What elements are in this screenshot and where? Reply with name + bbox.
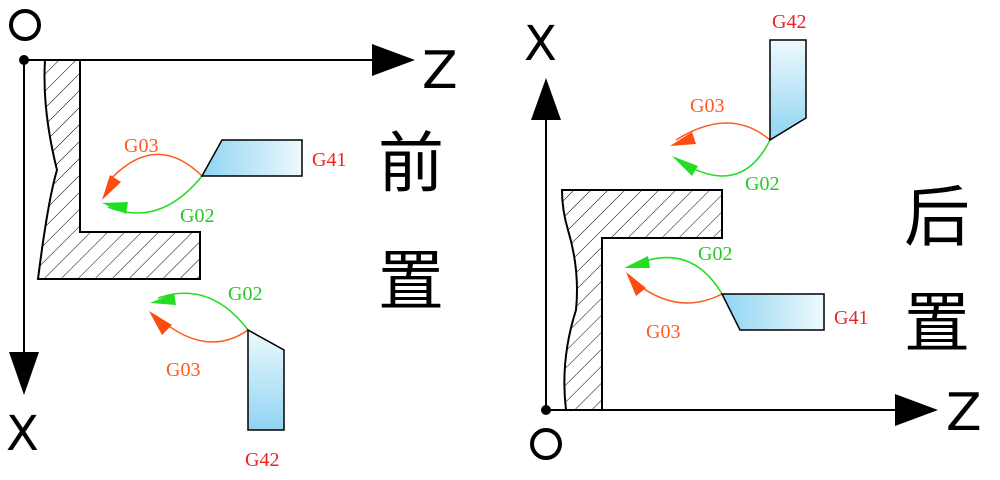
left-lower-tool <box>247 328 285 431</box>
left-upper-g02-label: G02 <box>180 205 214 227</box>
right-lower-g03-arrowhead-icon <box>626 272 646 296</box>
right-workpiece-outline <box>560 189 723 411</box>
right-panel: X Z G42 G03 G02 G02 G03 G41 后 置 <box>524 11 982 460</box>
left-upper-g02-arrowhead-icon <box>102 202 128 214</box>
right-upper-g03-arrowhead-icon <box>670 132 696 146</box>
right-origin-dot <box>541 405 551 415</box>
right-lower-g03-label: G03 <box>646 321 680 343</box>
left-workpiece-outline <box>36 59 201 280</box>
right-upper-g03-arc <box>675 122 771 141</box>
right-title-char-1: 后 <box>904 179 970 256</box>
left-workpiece <box>38 60 200 279</box>
left-lower-g02-arc <box>157 292 249 331</box>
right-z-label: Z <box>946 383 982 443</box>
left-upper-tool <box>200 139 303 177</box>
right-upper-g02-arrowhead-icon <box>672 156 698 176</box>
left-panel: Z X G03 G02 G41 G02 G03 G42 前 置 <box>6 9 458 471</box>
left-x-arrow-icon <box>9 352 39 395</box>
left-upper-g03-arc <box>107 153 203 183</box>
right-z-arrow-icon <box>895 394 938 426</box>
left-z-arrow-icon <box>372 44 415 76</box>
left-upper-g03-label: G03 <box>124 135 158 157</box>
left-lower-g02-label: G02 <box>228 283 262 305</box>
left-upper-tool-label: G41 <box>312 149 346 171</box>
left-upper-g03-arrowhead-icon <box>102 175 121 200</box>
right-upper-g03-label: G03 <box>690 95 724 117</box>
right-x-label: X <box>524 16 557 72</box>
left-lower-g03-arrowhead-icon <box>149 311 172 335</box>
left-lower-g03-arc <box>154 314 249 343</box>
left-lower-tool-label: G42 <box>245 449 279 471</box>
right-lower-g02-arrowhead-icon <box>624 256 650 268</box>
right-workpiece <box>562 190 722 410</box>
left-x-label: X <box>6 406 39 462</box>
left-title-char-2: 置 <box>378 243 444 320</box>
right-upper-g02-label: G02 <box>745 173 779 195</box>
right-upper-tool-label: G42 <box>772 11 806 33</box>
left-title-char-1: 前 <box>378 125 444 202</box>
right-lower-tool-label: G41 <box>834 307 868 329</box>
right-lower-g03-arc <box>629 277 723 304</box>
left-lower-g02-arrowhead-icon <box>150 293 176 305</box>
right-origin-circle <box>530 428 562 460</box>
right-upper-tool <box>769 39 807 142</box>
right-x-arrow-icon <box>531 78 561 120</box>
right-lower-tool <box>720 293 825 331</box>
left-z-label: Z <box>422 41 458 101</box>
left-lower-g03-label: G03 <box>166 359 200 381</box>
right-title-char-2: 置 <box>904 285 970 362</box>
right-lower-g02-label: G02 <box>698 243 732 265</box>
left-origin-circle <box>9 9 41 41</box>
